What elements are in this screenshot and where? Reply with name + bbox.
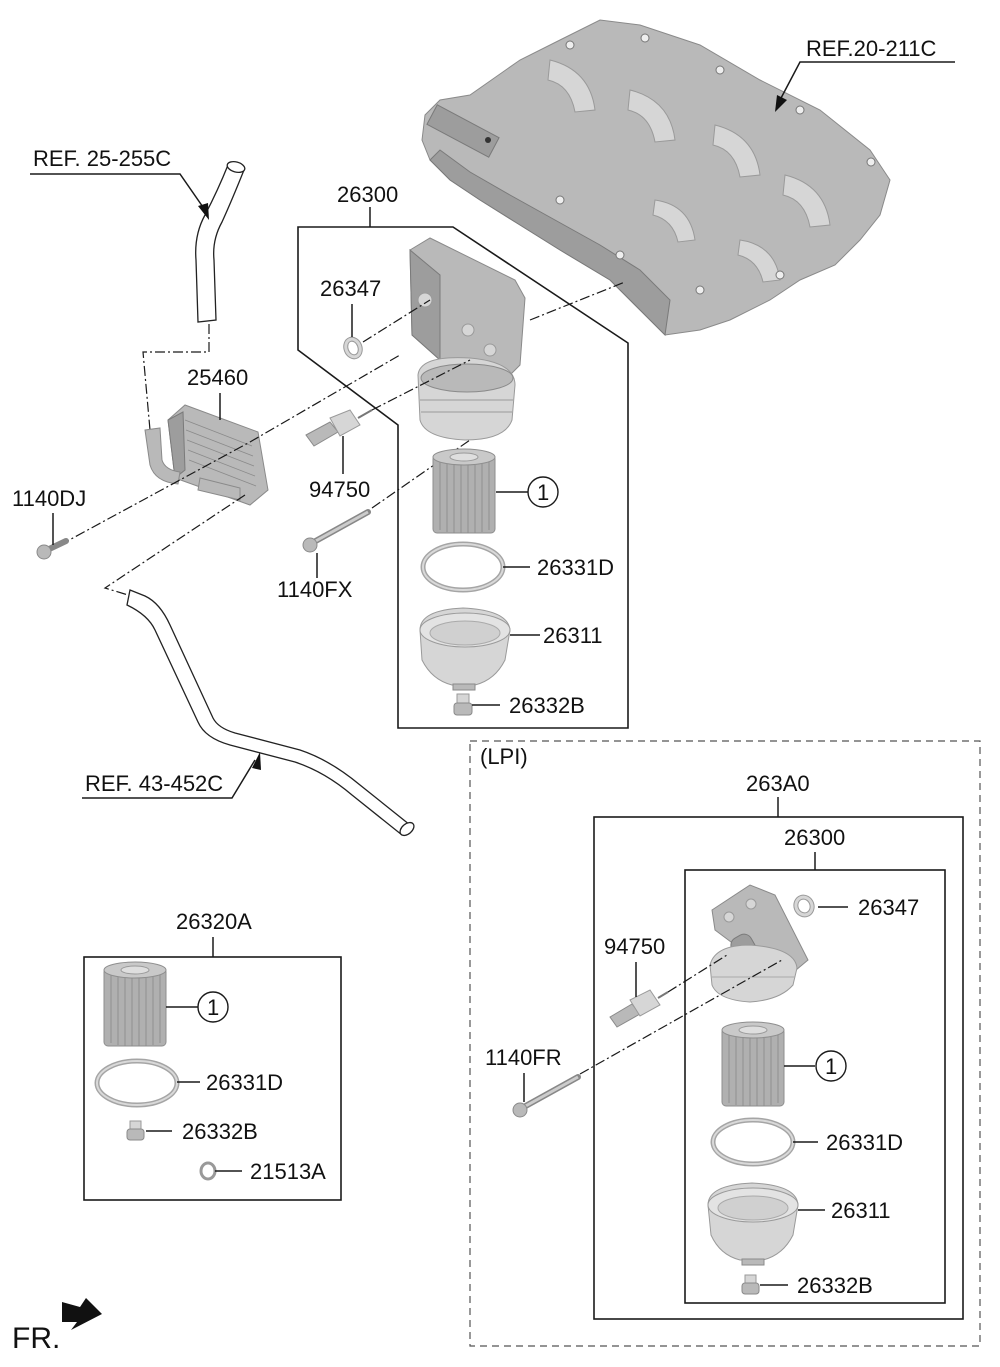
upper-hose-illustration bbox=[195, 160, 246, 323]
label-assembly-263a0: 263A0 bbox=[746, 771, 810, 796]
label-bolt-1140fx: 1140FX bbox=[277, 577, 353, 602]
ref-label-upper-left: REF. 25-255C bbox=[33, 146, 171, 171]
ref-arrow-upper-right-icon bbox=[775, 95, 787, 112]
centerline-cooler-lower-hose bbox=[103, 494, 246, 596]
label-lpi-o-ring-26331d: 26331D bbox=[826, 1130, 903, 1155]
centerline-sensor bbox=[371, 359, 471, 411]
lpi-filter-element-illustration bbox=[721, 1021, 785, 1107]
lpi-group-frame bbox=[469, 740, 981, 1347]
lpi-oil-filter-housing-illustration bbox=[709, 884, 809, 1003]
label-lpi-filter-cap-26311: 26311 bbox=[831, 1198, 891, 1223]
ref-leader-upper-right bbox=[779, 61, 955, 101]
ref-leader-upper-left bbox=[30, 173, 206, 211]
label-filter-element-callout: 1 bbox=[537, 480, 549, 505]
callout-circle-icon bbox=[527, 476, 559, 508]
label-kit-drain-plug-26332b: 26332B bbox=[182, 1119, 258, 1144]
label-sensor-94750: 94750 bbox=[309, 477, 370, 502]
front-direction-arrow-icon bbox=[62, 1298, 102, 1330]
lower-hose-illustration bbox=[126, 589, 415, 837]
centerline-seal bbox=[362, 299, 431, 343]
kit-filter-element-illustration bbox=[103, 961, 167, 1047]
ref-label-upper-right: REF.20-211C bbox=[806, 36, 937, 61]
label-kit-o-ring-26331d: 26331D bbox=[206, 1070, 283, 1095]
assembly-box-26300 bbox=[297, 226, 629, 729]
label-lpi-sensor-94750: 94750 bbox=[604, 934, 665, 959]
lpi-sensor-94750-illustration bbox=[609, 989, 669, 1028]
ref-arrow-upper-left-icon bbox=[198, 203, 209, 220]
centerline-housing-block bbox=[529, 281, 626, 321]
ref-arrow-lower-left-icon bbox=[252, 752, 261, 770]
lpi-centerline-sensor bbox=[667, 954, 728, 993]
label-seal-ring-26347: 26347 bbox=[320, 276, 381, 301]
kit-o-ring-illustration bbox=[94, 1058, 180, 1108]
ref-label-lower-left: REF. 43-452C bbox=[85, 771, 223, 796]
label-lpi-assembly-26300: 26300 bbox=[784, 825, 845, 850]
drain-plug-26332b-illustration bbox=[453, 693, 473, 716]
lpi-o-ring-illustration bbox=[710, 1117, 796, 1167]
label-lpi-group: (LPI) bbox=[480, 744, 528, 769]
lpi-filter-cap-illustration bbox=[707, 1182, 799, 1266]
filter-cap-26311-illustration bbox=[419, 607, 511, 691]
label-bolt-1140dj: 1140DJ bbox=[12, 486, 86, 511]
label-oil-cooler-25460: 25460 bbox=[187, 365, 248, 390]
lpi-seal-ring-26347-illustration bbox=[793, 894, 815, 918]
bolt-1140dj-illustration bbox=[36, 538, 69, 560]
label-filter-cap-26311: 26311 bbox=[543, 623, 603, 648]
label-front-orientation: FR. bbox=[12, 1322, 60, 1355]
lpi-centerline-bolt bbox=[579, 959, 783, 1075]
seal-ring-26347-illustration bbox=[343, 336, 363, 360]
lpi-callout-circle-icon bbox=[815, 1050, 847, 1082]
oil-filter-housing-illustration bbox=[409, 237, 526, 441]
label-o-ring-26331d: 26331D bbox=[537, 555, 614, 580]
centerline-cooler-bolt bbox=[59, 354, 401, 546]
engine-ladder-frame-illustration bbox=[421, 19, 891, 337]
bolt-1140fx-illustration bbox=[302, 509, 371, 553]
kit-washer-illustration bbox=[199, 1161, 217, 1181]
kit-callout-circle-icon bbox=[197, 991, 229, 1023]
label-assembly-26300: 26300 bbox=[337, 182, 398, 207]
lpi-drain-plug-illustration bbox=[741, 1274, 760, 1295]
label-assembly-26320a: 26320A bbox=[176, 909, 252, 934]
o-ring-26331d-illustration bbox=[420, 541, 506, 593]
label-lpi-bolt-1140fr: 1140FR bbox=[485, 1045, 562, 1070]
label-kit-filter-element-callout: 1 bbox=[207, 995, 219, 1020]
label-lpi-seal-ring-26347: 26347 bbox=[858, 895, 919, 920]
filter-element-illustration bbox=[432, 448, 496, 534]
label-lpi-drain-plug-26332b: 26332B bbox=[797, 1273, 873, 1298]
kit-drain-plug-illustration bbox=[126, 1120, 145, 1141]
sensor-94750-illustration bbox=[305, 409, 373, 447]
oil-cooler-25460-illustration bbox=[144, 404, 269, 506]
hose-to-cooler-centerline bbox=[142, 324, 210, 431]
label-lpi-filter-element-callout: 1 bbox=[825, 1054, 837, 1079]
ref-leader-lower-left bbox=[82, 759, 256, 799]
label-kit-washer-21513a: 21513A bbox=[250, 1159, 326, 1184]
lpi-bolt-1140fr-illustration bbox=[512, 1074, 581, 1118]
label-drain-plug-26332b: 26332B bbox=[509, 693, 585, 718]
